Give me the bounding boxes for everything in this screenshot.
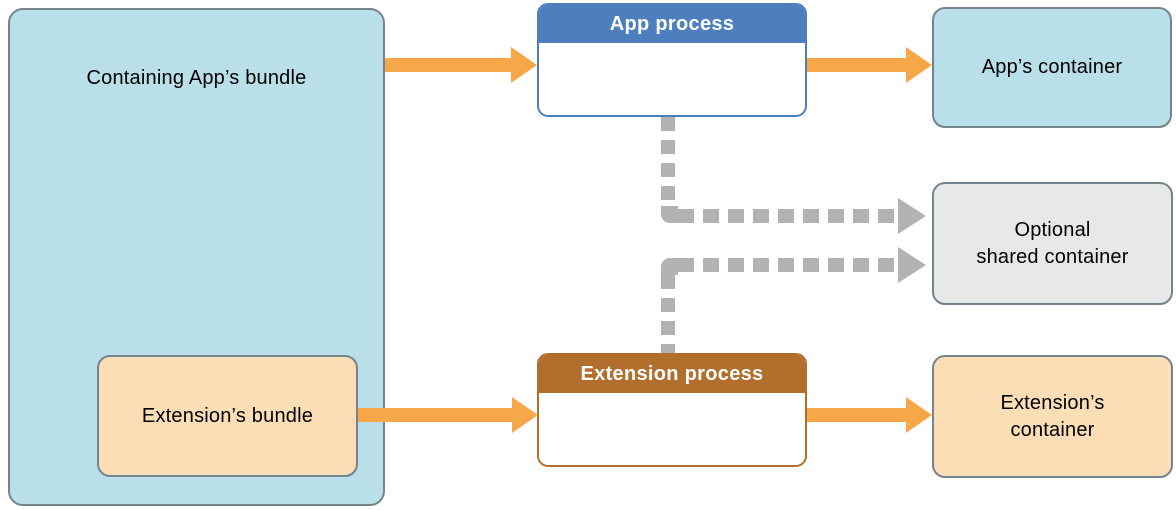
containing-app-bundle-label: Containing App’s bundle xyxy=(86,67,307,89)
arrow-head-icon xyxy=(512,397,538,433)
arrow-head-icon xyxy=(511,47,537,83)
arrow-shaft xyxy=(807,408,908,422)
arrow-shaft xyxy=(807,58,908,72)
dashed-arrow-head-top-icon xyxy=(898,198,926,234)
app-container-box: App’s container xyxy=(932,7,1172,128)
dashed-arrow-head-bottom-icon xyxy=(898,247,926,283)
arrow-extension-bundle-to-extension-process-icon xyxy=(358,397,538,433)
app-process-header: App process xyxy=(539,5,805,43)
dashed-corner-extension-process xyxy=(661,258,678,275)
arrow-extension-process-to-extension-container-icon xyxy=(807,397,932,433)
arrow-bundle-to-app-process-icon xyxy=(385,47,537,83)
extension-process-header: Extension process xyxy=(539,355,805,393)
app-process-box: App process xyxy=(537,3,807,117)
extension-process-box: Extension process xyxy=(537,353,807,467)
arrow-shaft xyxy=(358,408,514,422)
extension-bundle-label: Extension’s bundle xyxy=(141,404,314,427)
shared-container-box: Optional shared container xyxy=(932,182,1173,305)
extension-container-label: Extension’s container xyxy=(1000,391,1105,441)
arrow-head-icon xyxy=(906,47,932,83)
dashed-line-extension-process-horizontal xyxy=(678,258,898,272)
app-container-label: App’s container xyxy=(981,56,1123,78)
arrow-head-icon xyxy=(906,397,932,433)
extension-bundle-box: Extension’s bundle xyxy=(97,355,358,477)
dashed-corner-app-process xyxy=(661,206,678,223)
arrow-app-process-to-app-container-icon xyxy=(807,47,932,83)
extension-container-box: Extension’s container xyxy=(932,355,1173,478)
shared-container-label: Optional shared container xyxy=(976,218,1129,268)
arrow-shaft xyxy=(385,58,513,72)
dashed-line-app-process-horizontal xyxy=(678,209,898,223)
dashed-line-app-process-vertical xyxy=(661,117,675,209)
dashed-line-extension-process-vertical xyxy=(661,275,675,353)
